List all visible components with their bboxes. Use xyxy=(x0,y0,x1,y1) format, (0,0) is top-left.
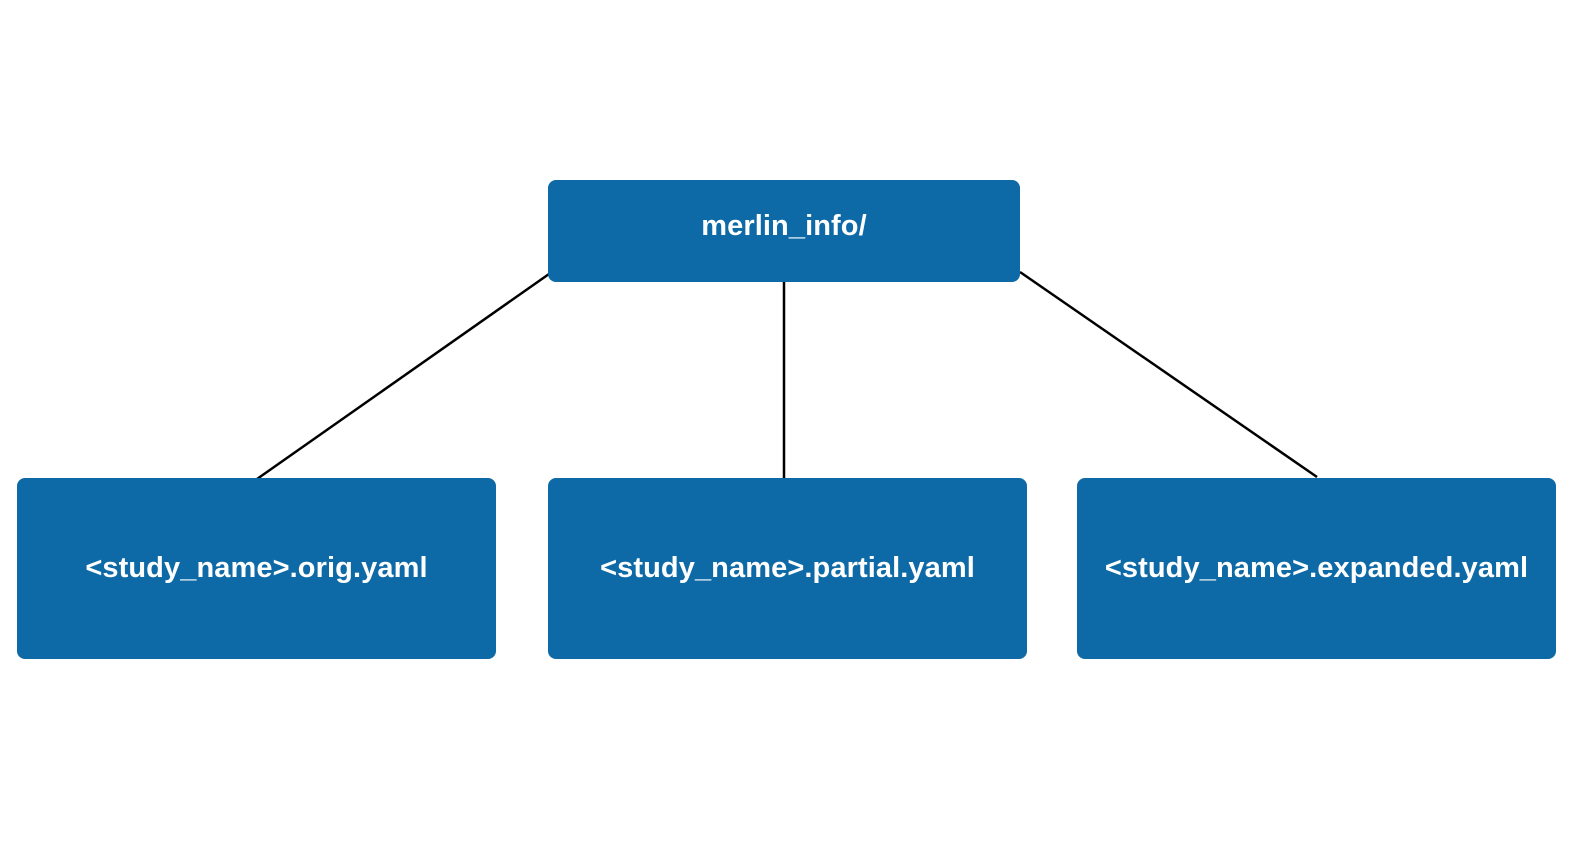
expanded-yaml-node: <study_name>.expanded.yaml xyxy=(1077,478,1556,659)
root-folder-label: merlin_info/ xyxy=(701,209,867,242)
expanded-yaml-label: <study_name>.expanded.yaml xyxy=(1104,552,1529,584)
orig-yaml-label: <study_name>.orig.yaml xyxy=(85,552,428,584)
orig-yaml-node: <study_name>.orig.yaml xyxy=(17,478,496,659)
partial-yaml-node: <study_name>.partial.yaml xyxy=(548,478,1027,659)
connector-root-to-expanded xyxy=(1019,270,1318,479)
connector-root-to-orig xyxy=(256,272,550,481)
root-folder-node: merlin_info/ xyxy=(548,180,1020,282)
partial-yaml-label: <study_name>.partial.yaml xyxy=(600,552,975,584)
